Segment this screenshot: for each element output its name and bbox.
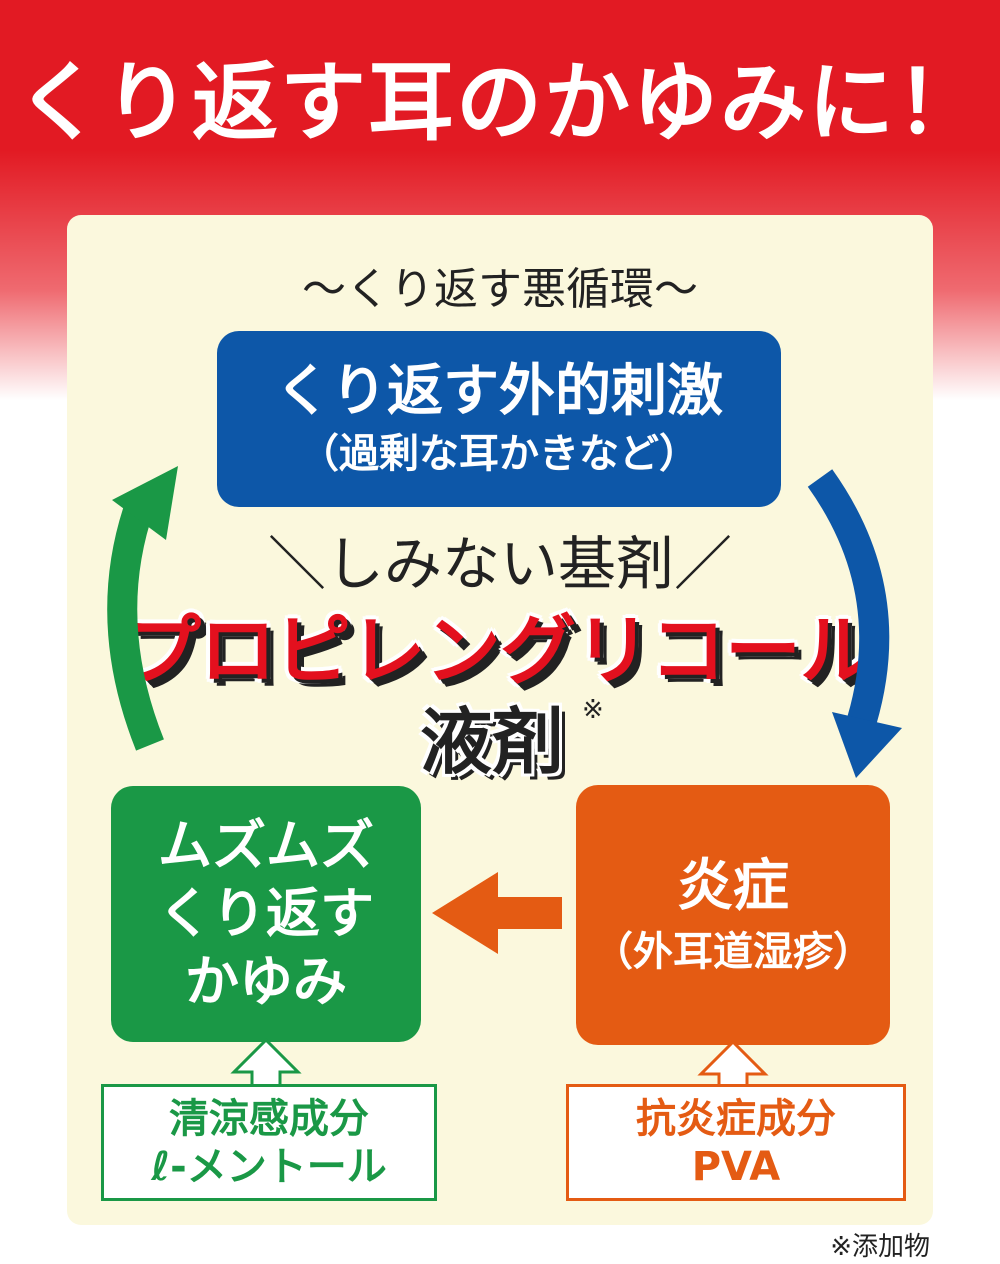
anti-inflammatory-box: 抗炎症成分 PVA <box>566 1084 906 1201</box>
orange-arrow-shaft <box>490 897 562 929</box>
green-arrowhead-icon <box>112 466 178 540</box>
cooling-component-box: 清涼感成分 ℓ-メントール <box>101 1084 437 1201</box>
orange-arrowhead-icon <box>432 872 498 954</box>
cooling-label: 清涼感成分 <box>169 1095 369 1142</box>
stimulus-box: くり返す外的刺激 （過剰な耳かきなど） <box>217 331 781 507</box>
blue-arrowhead-icon <box>832 712 902 778</box>
blue-cycle-arrow-icon <box>807 469 890 725</box>
anti-inflammatory-ingredient: PVA <box>691 1143 781 1190</box>
itch-line-2: くり返す <box>158 882 374 945</box>
inflammation-box: 炎症 （外耳道湿疹） <box>576 785 890 1045</box>
green-up-arrow-icon <box>230 1037 302 1088</box>
cycle-title: 〜くり返す悪循環〜 <box>302 264 698 315</box>
tagline: ＼しみない基剤／ <box>267 530 732 598</box>
stimulus-sub: （過剰な耳かきなど） <box>299 431 699 477</box>
stimulus-main: くり返す外的刺激 <box>275 359 723 424</box>
itch-box: ムズムズ くり返す かゆみ <box>111 786 421 1042</box>
anti-inflammatory-label: 抗炎症成分 <box>636 1095 836 1142</box>
cooling-ingredient: ℓ-メントール <box>151 1143 387 1190</box>
headline: くり返す耳のかゆみに！ <box>16 53 984 153</box>
ingredient-form: 液剤 <box>420 700 565 784</box>
inflammation-main: 炎症 <box>677 854 789 919</box>
orange-up-arrow-icon <box>697 1039 769 1088</box>
inflammation-sub: （外耳道湿疹） <box>593 929 873 975</box>
ingredient-note-mark: ※ <box>582 695 604 725</box>
footnote: ※添加物 <box>830 1232 930 1262</box>
itch-line-1: ムズムズ <box>158 814 374 877</box>
ingredient-name: プロピレングリコール <box>125 606 876 695</box>
green-cycle-arrow-icon <box>107 500 164 751</box>
itch-line-3: かゆみ <box>185 950 347 1013</box>
